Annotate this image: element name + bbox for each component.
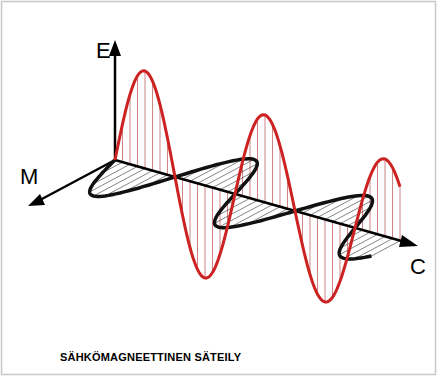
hatch-line — [325, 220, 326, 303]
caption: SÄHKÖMAGNEETTINEN SÄTEILY — [60, 352, 241, 363]
hatch-line — [377, 162, 378, 234]
m-arrowhead — [28, 194, 45, 206]
electric-hatch — [123, 71, 401, 302]
hatch-line — [317, 217, 318, 294]
hatch-line — [280, 146, 281, 207]
hatch-line — [220, 190, 221, 255]
magnetic-hatch — [90, 159, 400, 259]
hatch-line — [355, 239, 393, 259]
hatch-line — [137, 76, 138, 167]
axis-label: E — [96, 40, 111, 62]
hatch-line — [93, 164, 130, 184]
hatch-line — [332, 222, 333, 298]
axis-label: M — [20, 166, 38, 188]
e-arrowhead — [109, 40, 121, 56]
axis-label: C — [410, 256, 426, 278]
hatch-line — [190, 181, 191, 247]
hatch-line — [339, 234, 377, 254]
hatch-line — [372, 241, 400, 256]
hatch-line — [130, 94, 131, 164]
c-arrowhead — [399, 235, 418, 247]
hatch-line — [197, 183, 198, 269]
hatch-line — [310, 215, 311, 274]
hatch-line — [272, 124, 273, 204]
hatch-line — [152, 81, 153, 171]
hatch-line — [145, 71, 146, 169]
m-axis — [40, 160, 115, 200]
hatch-line — [392, 168, 393, 239]
hatch-line — [160, 105, 161, 173]
hatch-line — [205, 186, 206, 279]
electric-wave — [115, 71, 400, 302]
hatch-line — [385, 159, 386, 237]
hatch-line — [400, 187, 401, 241]
hatch-line — [212, 188, 213, 273]
hatch-line — [250, 135, 251, 198]
e-axis — [114, 52, 117, 160]
hatch-line — [265, 115, 266, 203]
